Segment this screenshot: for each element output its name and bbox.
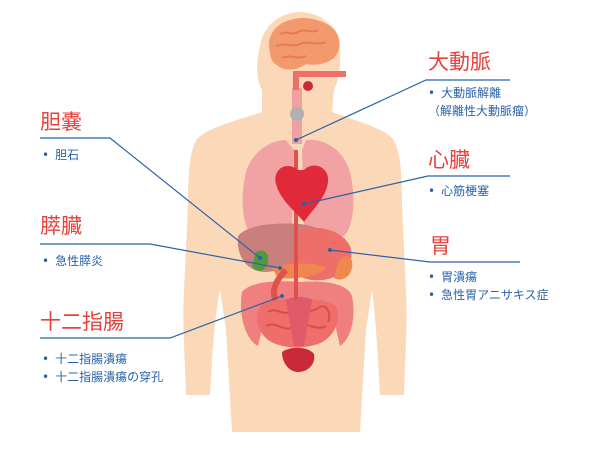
duodenum-shape bbox=[270, 267, 289, 302]
item-aorta-2: （解離性大動脈瘤） bbox=[428, 104, 537, 118]
item-gallbladder-1: 胆石 bbox=[42, 146, 79, 164]
heart-shape bbox=[275, 165, 329, 222]
items-pancreas: 急性膵炎 bbox=[42, 252, 103, 270]
leader-duodenum bbox=[40, 295, 283, 339]
leader-gallbladder bbox=[40, 137, 261, 259]
item-heart-1: 心筋梗塞 bbox=[428, 182, 489, 200]
leader-aorta bbox=[295, 79, 510, 141]
left-lung bbox=[242, 140, 294, 238]
label-pancreas: 膵臓 bbox=[40, 214, 82, 238]
item-stomach-1: 胃潰瘍 bbox=[428, 268, 548, 286]
label-heart: 心臓 bbox=[428, 148, 470, 172]
items-gallbladder: 胆石 bbox=[42, 146, 79, 164]
leader-dots bbox=[258, 138, 332, 298]
bladder bbox=[282, 347, 315, 372]
leader-heart bbox=[303, 175, 510, 205]
uterus bbox=[286, 297, 312, 346]
airway-top bbox=[293, 71, 346, 90]
items-aorta: 大動脈解離 （解離性大動脈瘤） bbox=[428, 84, 536, 120]
leader-lines bbox=[40, 79, 520, 339]
leader-pancreas bbox=[40, 243, 281, 269]
throat-dot bbox=[303, 81, 313, 91]
label-duodenum: 十二指腸 bbox=[40, 310, 124, 334]
item-aorta-1: 大動脈解離 bbox=[428, 84, 536, 102]
items-duodenum: 十二指腸潰瘍 十二指腸潰瘍の穿孔 bbox=[42, 350, 163, 386]
items-heart: 心筋梗塞 bbox=[428, 182, 489, 200]
label-stomach: 胃 bbox=[430, 234, 451, 258]
right-lung bbox=[302, 139, 354, 238]
item-stomach-2: 急性胃アニサキス症 bbox=[428, 286, 548, 304]
large-intestine bbox=[240, 281, 354, 346]
spleen bbox=[334, 256, 353, 280]
label-aorta: 大動脈 bbox=[428, 50, 491, 74]
larynx bbox=[290, 107, 304, 121]
item-pancreas-1: 急性膵炎 bbox=[42, 252, 103, 270]
items-stomach: 胃潰瘍 急性胃アニサキス症 bbox=[428, 268, 548, 304]
item-duodenum-1: 十二指腸潰瘍 bbox=[42, 350, 163, 368]
leader-stomach bbox=[329, 249, 520, 263]
label-gallbladder: 胆嚢 bbox=[40, 110, 82, 134]
brain-folds bbox=[275, 29, 327, 59]
item-duodenum-2: 十二指腸潰瘍の穿孔 bbox=[42, 368, 163, 386]
